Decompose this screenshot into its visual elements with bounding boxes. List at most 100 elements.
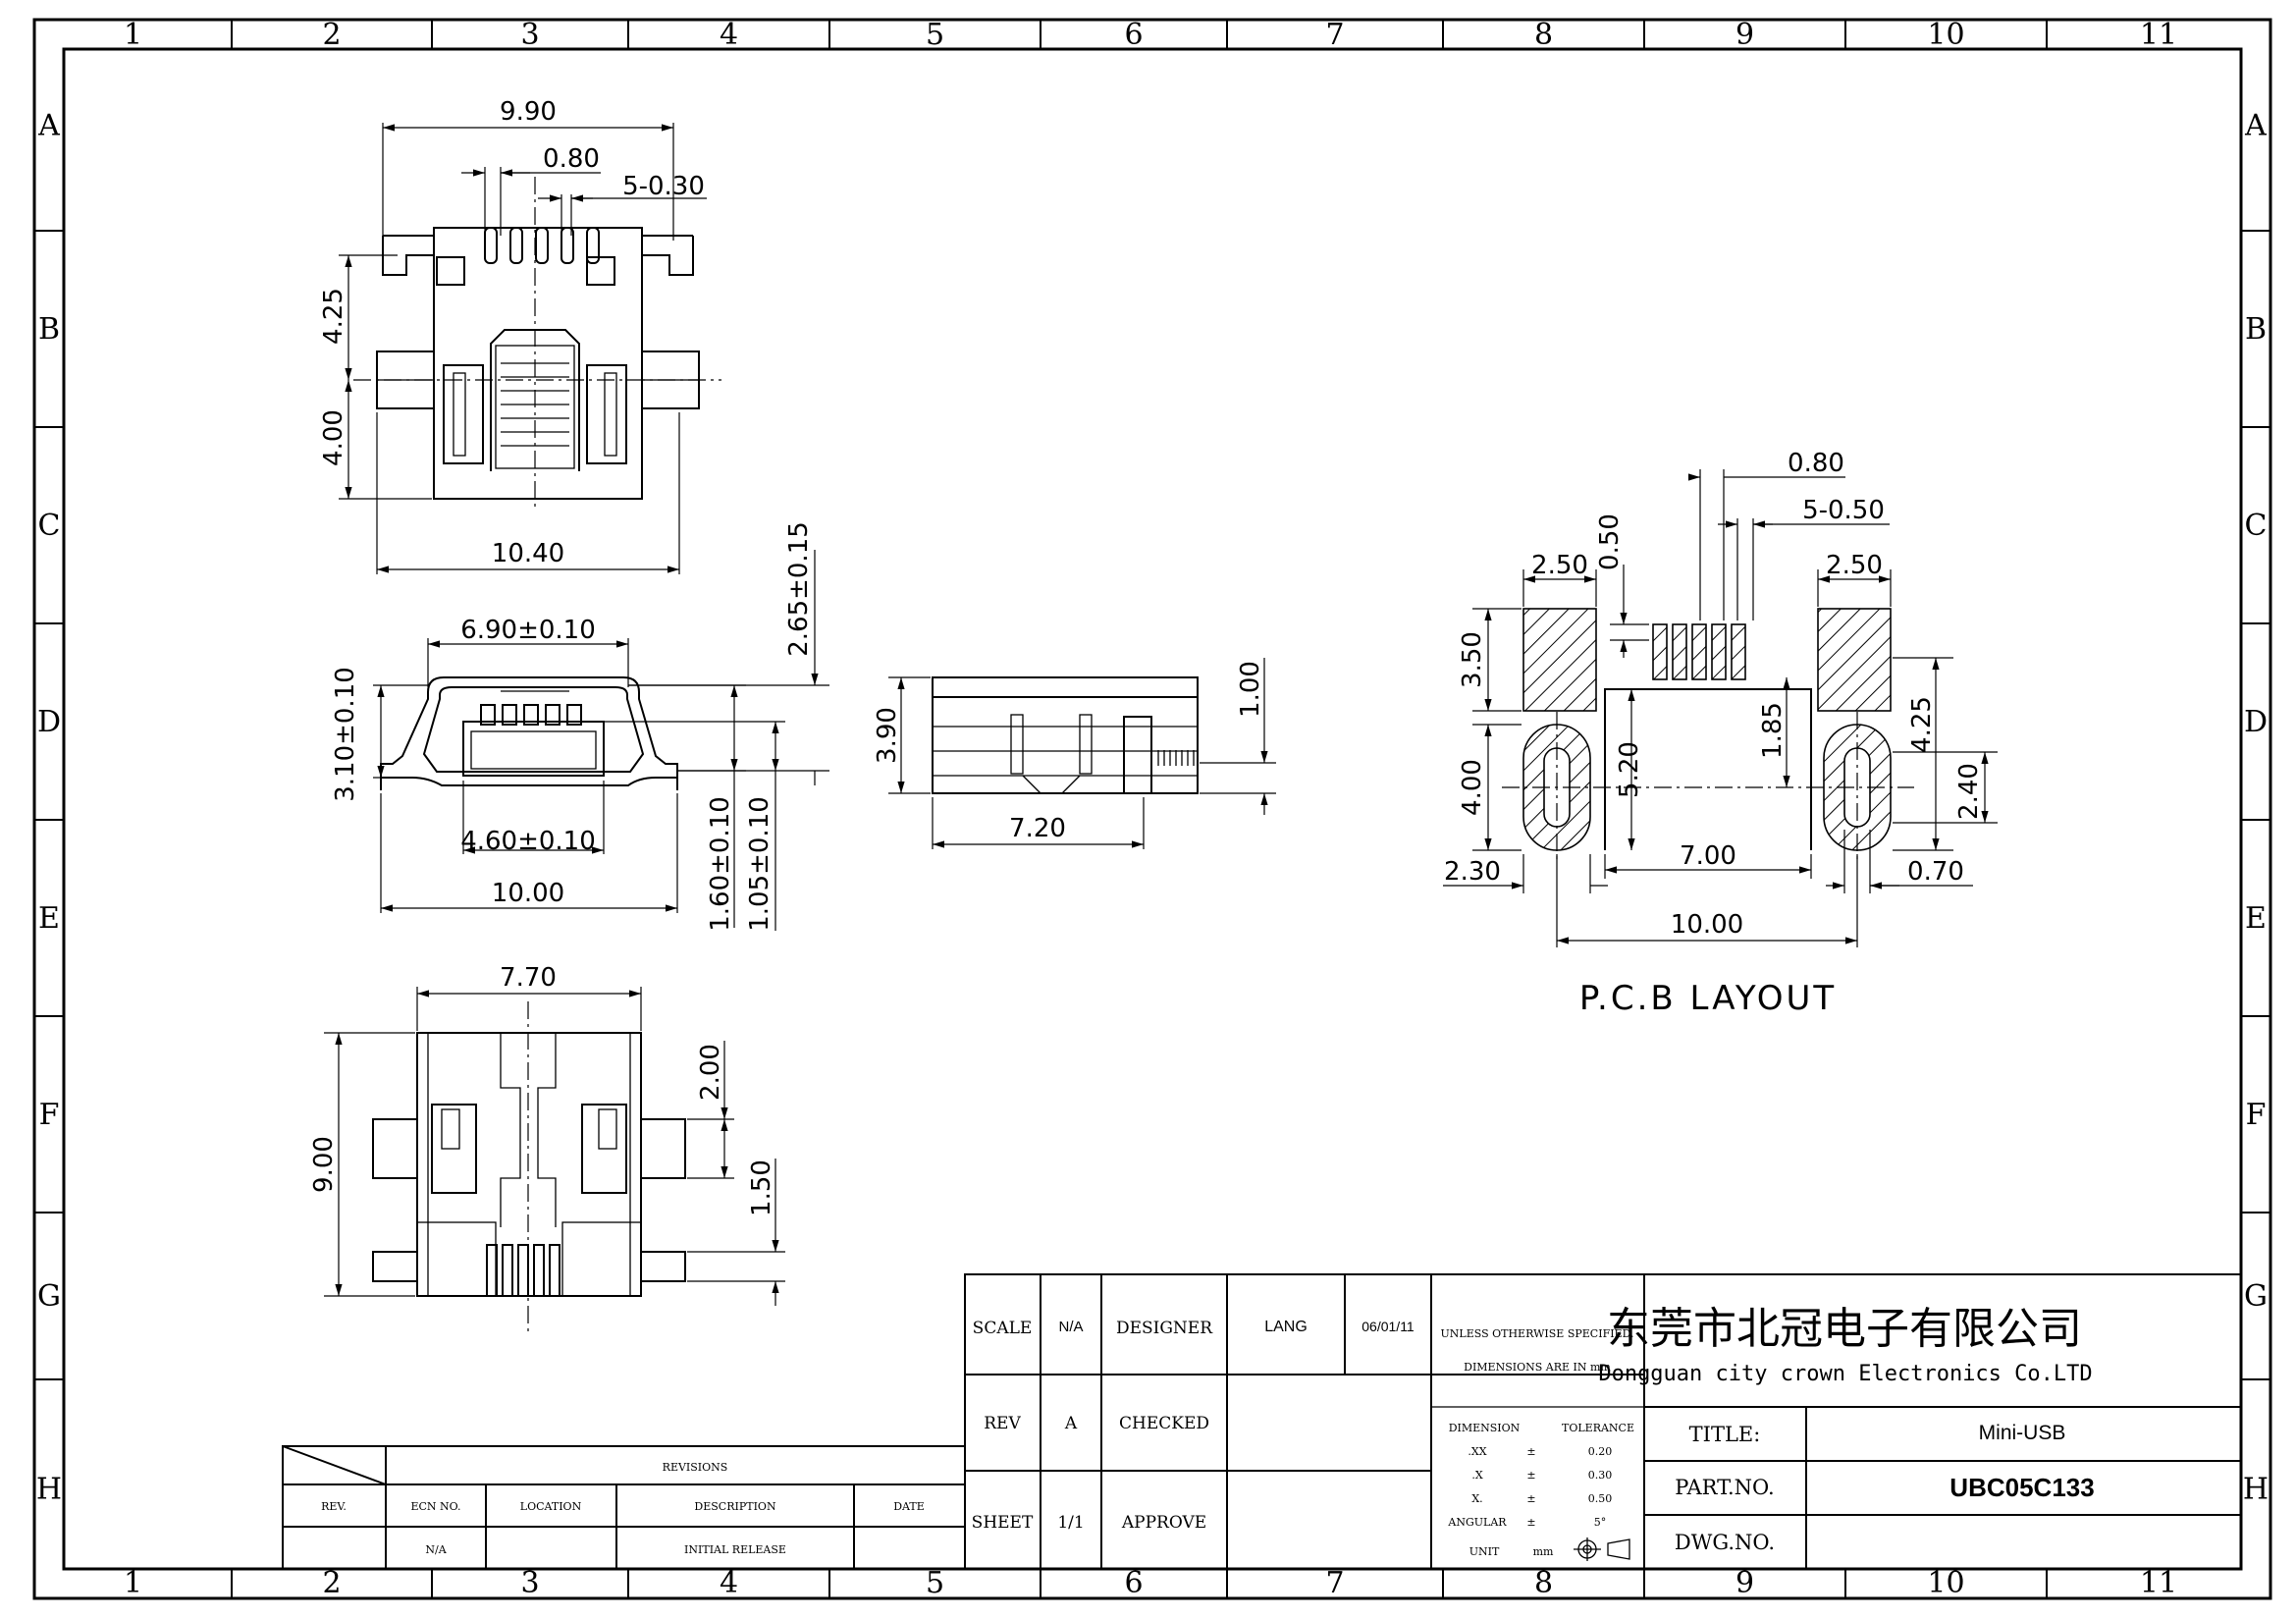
zone-row-C-left: C bbox=[38, 509, 61, 543]
front-pin bbox=[545, 704, 561, 726]
dim-top-0-80: 0.80 bbox=[543, 144, 600, 174]
rev-col-ecn: ECN NO. bbox=[410, 1500, 460, 1513]
tb-sheet-value: 1/1 bbox=[1057, 1513, 1084, 1533]
top-pin bbox=[484, 227, 498, 264]
dim-side-3-90: 3.90 bbox=[873, 707, 902, 764]
dim-pcb-0-80: 0.80 bbox=[1788, 449, 1844, 478]
front-pin bbox=[502, 704, 517, 726]
pcb-signal-pad bbox=[1731, 623, 1746, 680]
dim-top-4-00: 4.00 bbox=[319, 409, 348, 466]
zone-row-H-right: H bbox=[2243, 1473, 2269, 1507]
zone-col-6-bottom: 6 bbox=[1124, 1566, 1143, 1600]
bottom-pin bbox=[502, 1244, 513, 1297]
top-view: 9.90 0.80 5-0.30 4.25 4.00 10.40 bbox=[319, 97, 721, 574]
rev-row-description: INITIAL RELEASE bbox=[684, 1543, 786, 1556]
dim-pcb-3-50: 3.50 bbox=[1458, 631, 1487, 688]
pcb-layout-title: P.C.B LAYOUT bbox=[1579, 979, 1837, 1018]
rev-col-rev: REV. bbox=[321, 1500, 347, 1513]
company-name-cn: 东莞市北冠电子有限公司 bbox=[1607, 1304, 2082, 1354]
revisions-header: REVISIONS bbox=[663, 1461, 728, 1474]
tol-dim: .X bbox=[1471, 1469, 1482, 1482]
front-pin bbox=[480, 704, 496, 726]
tb-part-label: PART.NO. bbox=[1675, 1476, 1774, 1499]
zone-col-7-bottom: 7 bbox=[1325, 1566, 1344, 1600]
tb-date-value: 06/01/11 bbox=[1362, 1319, 1415, 1334]
zone-row-C-right: C bbox=[2245, 509, 2268, 543]
zone-col-3-top: 3 bbox=[520, 18, 539, 52]
dim-pcb-4-25: 4.25 bbox=[1907, 696, 1937, 753]
dim-front-1-60: 1.60±0.10 bbox=[706, 796, 735, 932]
zone-row-E-right: E bbox=[2245, 901, 2267, 936]
dim-top-9-90: 9.90 bbox=[500, 97, 557, 127]
top-pin bbox=[586, 227, 600, 264]
tol-dim: ANGULAR bbox=[1447, 1516, 1507, 1529]
zone-col-5-top: 5 bbox=[926, 18, 944, 52]
zone-row-F-right: F bbox=[2246, 1098, 2267, 1132]
dim-front-10-00: 10.00 bbox=[492, 879, 564, 908]
tb-scale-label: SCALE bbox=[973, 1319, 1033, 1338]
dim-pcb-7-00: 7.00 bbox=[1680, 841, 1736, 871]
zone-row-G-right: G bbox=[2244, 1279, 2268, 1314]
zone-col-2-bottom: 2 bbox=[322, 1566, 341, 1600]
zone-row-H-left: H bbox=[36, 1473, 62, 1507]
dim-pcb-5-20: 5.20 bbox=[1615, 741, 1644, 798]
dim-pcb-2-50-right: 2.50 bbox=[1826, 551, 1883, 580]
tb-designer-label: DESIGNER bbox=[1116, 1319, 1213, 1338]
dim-pcb-1-85: 1.85 bbox=[1758, 702, 1788, 759]
dim-front-6-90: 6.90±0.10 bbox=[460, 616, 596, 645]
top-pin bbox=[561, 227, 574, 264]
zone-col-1-top: 1 bbox=[124, 18, 142, 52]
front-view: 6.90±0.10 2.65±0.15 3.10±0.10 4.60±0.10 … bbox=[331, 521, 829, 932]
tb-scale-value: N/A bbox=[1058, 1319, 1083, 1335]
rev-col-description: DESCRIPTION bbox=[694, 1500, 776, 1513]
dim-pcb-2-40: 2.40 bbox=[1954, 763, 1984, 820]
zone-row-D-left: D bbox=[37, 705, 61, 739]
tb-sheet-label: SHEET bbox=[972, 1513, 1034, 1533]
tb-rev-value: A bbox=[1064, 1414, 1078, 1433]
pcb-signal-pad bbox=[1672, 623, 1687, 680]
tb-part-value: UBC05C133 bbox=[1949, 1473, 2094, 1502]
zone-row-E-left: E bbox=[38, 901, 60, 936]
bottom-pin bbox=[549, 1244, 561, 1297]
tol-dim: X. bbox=[1471, 1492, 1482, 1505]
zone-col-3-bottom: 3 bbox=[520, 1566, 539, 1600]
zone-col-9-bottom: 9 bbox=[1735, 1566, 1754, 1600]
dim-front-1-05: 1.05±0.10 bbox=[745, 796, 774, 932]
rev-col-location: LOCATION bbox=[520, 1500, 582, 1513]
pcb-signal-pad bbox=[1652, 623, 1668, 680]
dim-pcb-5-0-50: 5-0.50 bbox=[1802, 496, 1885, 525]
tb-designer-value: LANG bbox=[1264, 1319, 1308, 1335]
tol-pm: ± bbox=[1526, 1516, 1535, 1529]
tol-dim: .XX bbox=[1468, 1445, 1486, 1458]
bottom-pin bbox=[486, 1244, 498, 1297]
tol-pm: ± bbox=[1526, 1469, 1535, 1482]
dim-pcb-2-50-left: 2.50 bbox=[1531, 551, 1588, 580]
tol-val: 0.20 bbox=[1588, 1445, 1613, 1458]
bottom-pin bbox=[533, 1244, 545, 1297]
front-pin bbox=[566, 704, 582, 726]
zone-col-6-top: 6 bbox=[1124, 18, 1143, 52]
zone-col-11-top: 11 bbox=[2140, 18, 2177, 52]
tb-rev-label: REV bbox=[984, 1414, 1021, 1433]
dim-top-10-40: 10.40 bbox=[492, 539, 564, 568]
dim-pcb-2-30: 2.30 bbox=[1444, 857, 1501, 887]
tb-title-label: TITLE: bbox=[1689, 1423, 1761, 1446]
dim-pcb-10-00: 10.00 bbox=[1671, 910, 1743, 940]
dim-pcb-0-70: 0.70 bbox=[1907, 857, 1964, 887]
side-view: 3.90 1.00 7.20 bbox=[873, 658, 1276, 849]
dim-top-5-0-30: 5-0.30 bbox=[622, 172, 705, 201]
tb-unit-label: UNIT bbox=[1469, 1545, 1500, 1558]
zone-col-1-bottom: 1 bbox=[124, 1566, 142, 1600]
front-pin bbox=[523, 704, 539, 726]
zone-row-D-right: D bbox=[2244, 705, 2268, 739]
tol-val: 0.30 bbox=[1588, 1469, 1613, 1482]
pcb-signal-pad bbox=[1711, 623, 1727, 680]
dim-front-4-60: 4.60±0.10 bbox=[460, 827, 596, 856]
bottom-view: 7.70 9.00 2.00 1.50 bbox=[309, 963, 785, 1335]
zone-col-2-top: 2 bbox=[322, 18, 341, 52]
zone-col-9-top: 9 bbox=[1735, 18, 1754, 52]
zone-row-B-right: B bbox=[2245, 312, 2267, 347]
zone-col-7-top: 7 bbox=[1325, 18, 1344, 52]
